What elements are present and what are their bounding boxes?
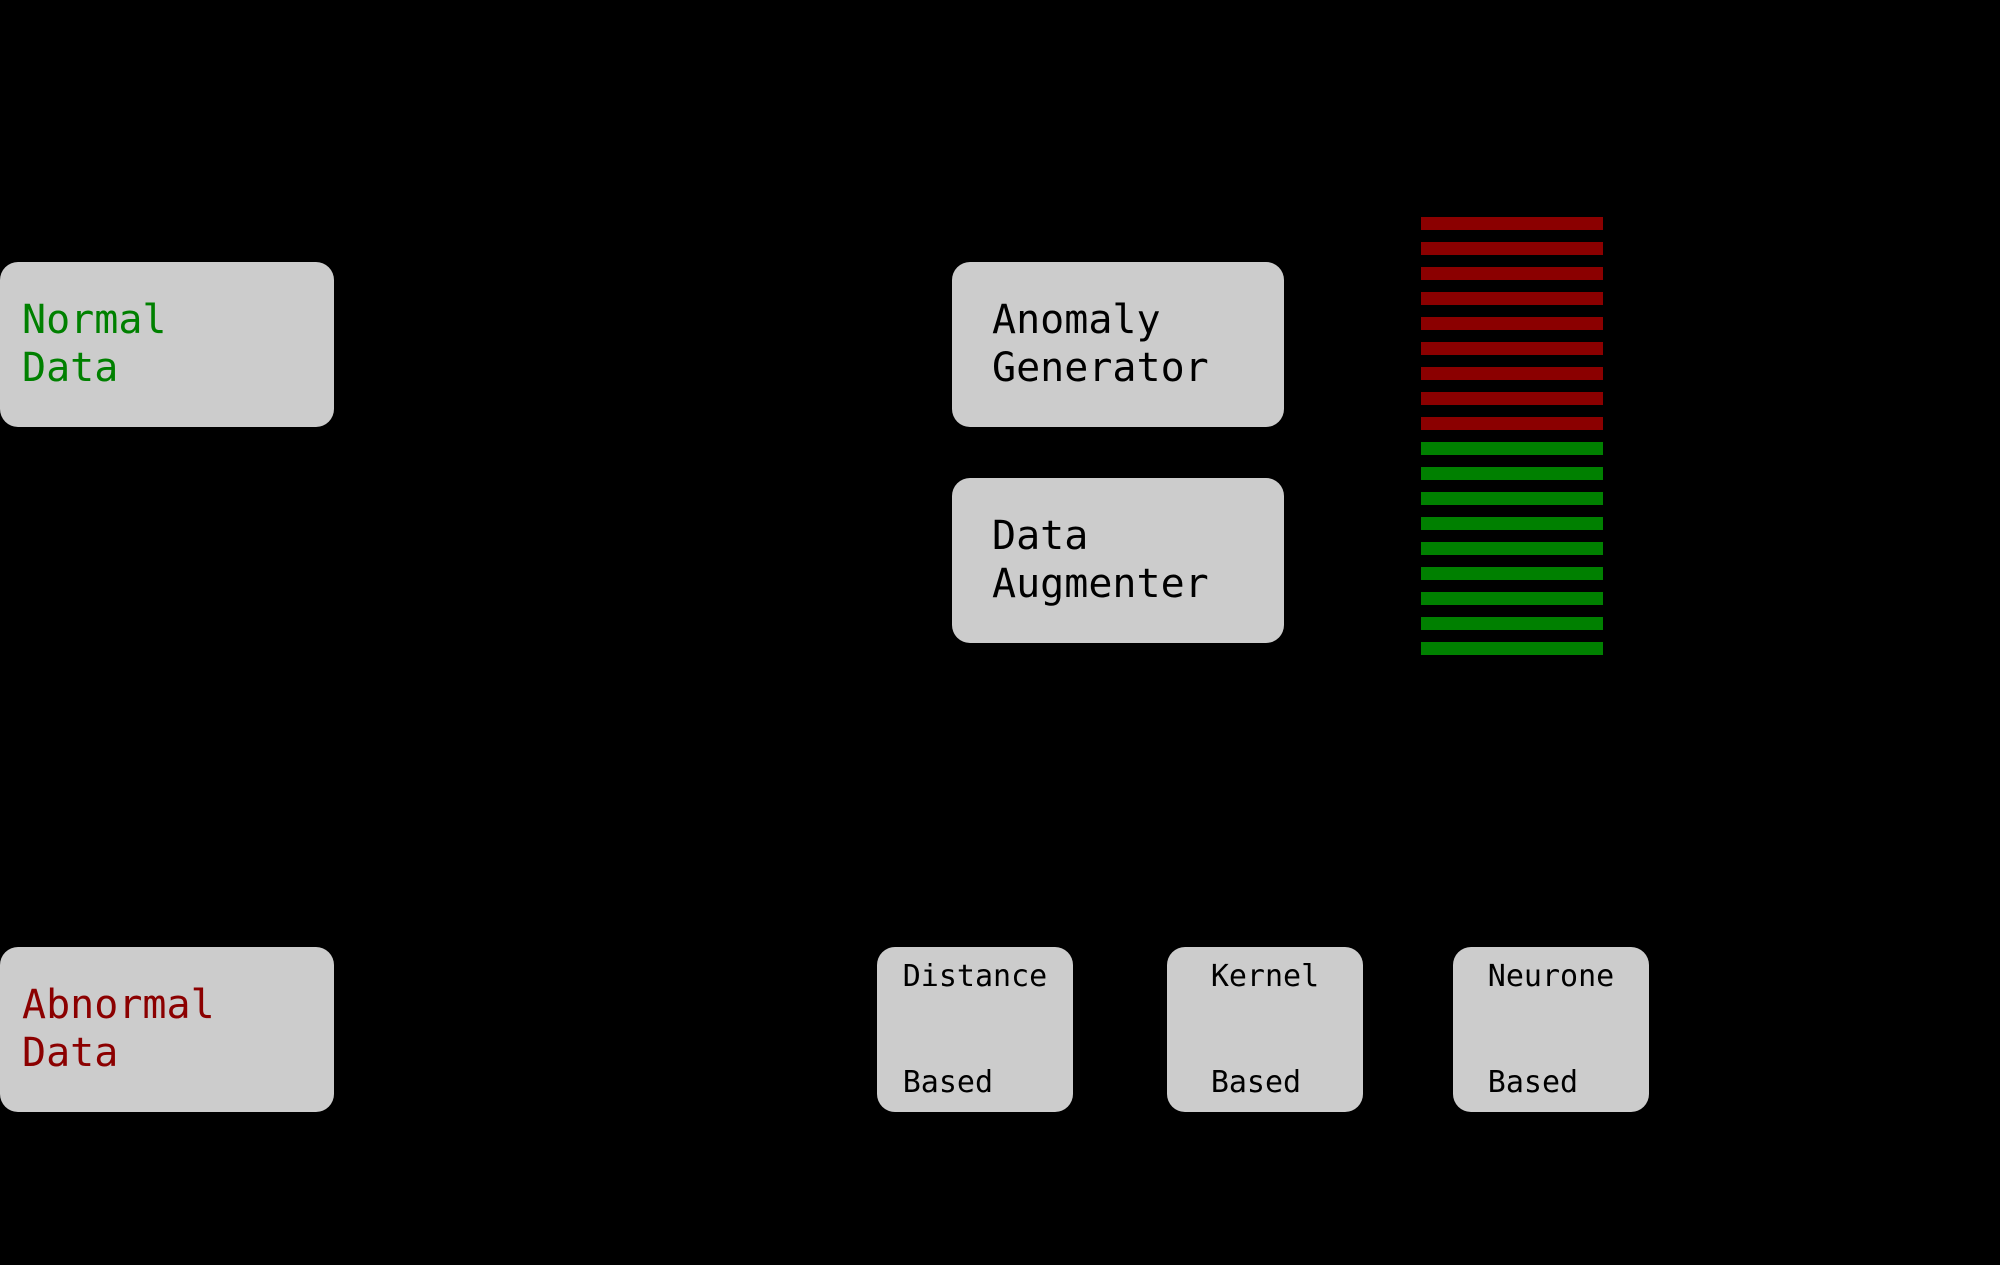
sample-stripe-normal: [1421, 567, 1603, 580]
node-anomaly-generator[interactable]: Anomaly Generator: [952, 262, 1284, 427]
node-distance-based[interactable]: Distance Based: [877, 947, 1073, 1112]
node-kernel-based-line-1: Kernel: [1210, 958, 1320, 994]
node-neurone-based-line-1: Neurone: [1487, 958, 1615, 994]
node-normal-data-line-2: Data: [22, 344, 119, 391]
sample-stripe-normal: [1421, 492, 1603, 505]
sample-stripe-abnormal: [1421, 417, 1603, 430]
sample-stripe-abnormal: [1421, 317, 1603, 330]
node-anomaly-generator-line-2: Generator: [992, 344, 1209, 391]
sample-stripe-abnormal: [1421, 392, 1603, 405]
node-neurone-based-text: Neurone Based: [1488, 888, 1614, 1171]
sample-stripe-abnormal: [1421, 292, 1603, 305]
node-distance-based-text: Distance Based: [903, 888, 1048, 1171]
node-data-augmenter[interactable]: Data Augmenter: [952, 478, 1284, 643]
sample-stripe-abnormal: [1421, 367, 1603, 380]
sample-stripe-normal: [1421, 617, 1603, 630]
node-normal-data-line-1: Normal: [22, 297, 167, 344]
node-neurone-based-line-2: Based: [1487, 1064, 1579, 1100]
node-data-augmenter-line-2: Augmenter: [992, 560, 1209, 607]
mixed-sample-stack: [1421, 217, 1603, 685]
node-kernel-based-text: Kernel Based: [1211, 888, 1319, 1171]
node-data-augmenter-line-1: Data: [992, 513, 1089, 560]
node-kernel-based-line-2: Based: [1210, 1064, 1302, 1100]
sample-stripe-abnormal: [1421, 242, 1603, 255]
node-distance-based-line-1: Distance: [902, 958, 1048, 994]
sample-stripe-normal: [1421, 517, 1603, 530]
sample-stripe-abnormal: [1421, 342, 1603, 355]
sample-stripe-abnormal: [1421, 217, 1603, 230]
node-anomaly-generator-line-1: Anomaly: [992, 297, 1161, 344]
sample-stripe-normal: [1421, 442, 1603, 455]
node-neurone-based[interactable]: Neurone Based: [1453, 947, 1649, 1112]
sample-stripe-normal: [1421, 592, 1603, 605]
sample-stripe-normal: [1421, 542, 1603, 555]
sample-stripe-normal: [1421, 642, 1603, 655]
node-distance-based-line-2: Based: [902, 1064, 994, 1100]
node-normal-data[interactable]: Normal Data: [0, 262, 334, 427]
sample-stripe-abnormal: [1421, 267, 1603, 280]
node-abnormal-data-line-2: Data: [22, 1029, 119, 1076]
node-kernel-based[interactable]: Kernel Based: [1167, 947, 1363, 1112]
node-abnormal-data[interactable]: Abnormal Data: [0, 947, 334, 1112]
sample-stripe-normal: [1421, 467, 1603, 480]
node-abnormal-data-line-1: Abnormal: [22, 982, 215, 1029]
